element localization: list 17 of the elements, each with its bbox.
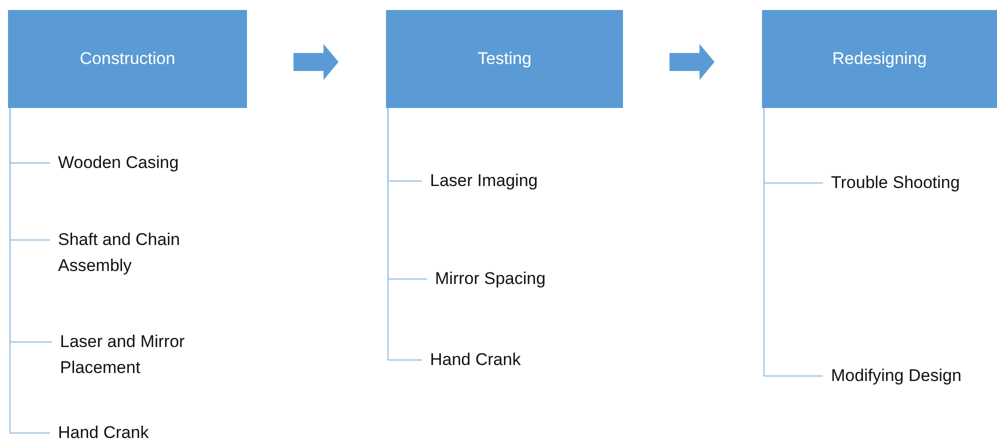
task-text: Mirror Spacing [435, 266, 595, 292]
connector-line [387, 108, 422, 361]
task-text: Laser Imaging [430, 168, 590, 194]
task-text: Wooden Casing [58, 150, 218, 176]
block-arrow [294, 44, 338, 80]
task-text: Modifying Design [831, 363, 991, 389]
task-text: Laser and Mirror Placement [60, 329, 230, 381]
task-text: Trouble Shooting [831, 170, 991, 196]
task-text: Shaft and Chain Assembly [58, 227, 208, 279]
task-text: Hand Crank [430, 347, 590, 373]
stage-header: Construction [8, 10, 247, 108]
connector-line [9, 108, 50, 434]
stage-header: Redesigning [762, 10, 997, 108]
connector-line [763, 108, 823, 377]
stage-header: Testing [386, 10, 623, 108]
block-arrow [670, 44, 714, 80]
task-text: Hand Crank [58, 420, 218, 445]
